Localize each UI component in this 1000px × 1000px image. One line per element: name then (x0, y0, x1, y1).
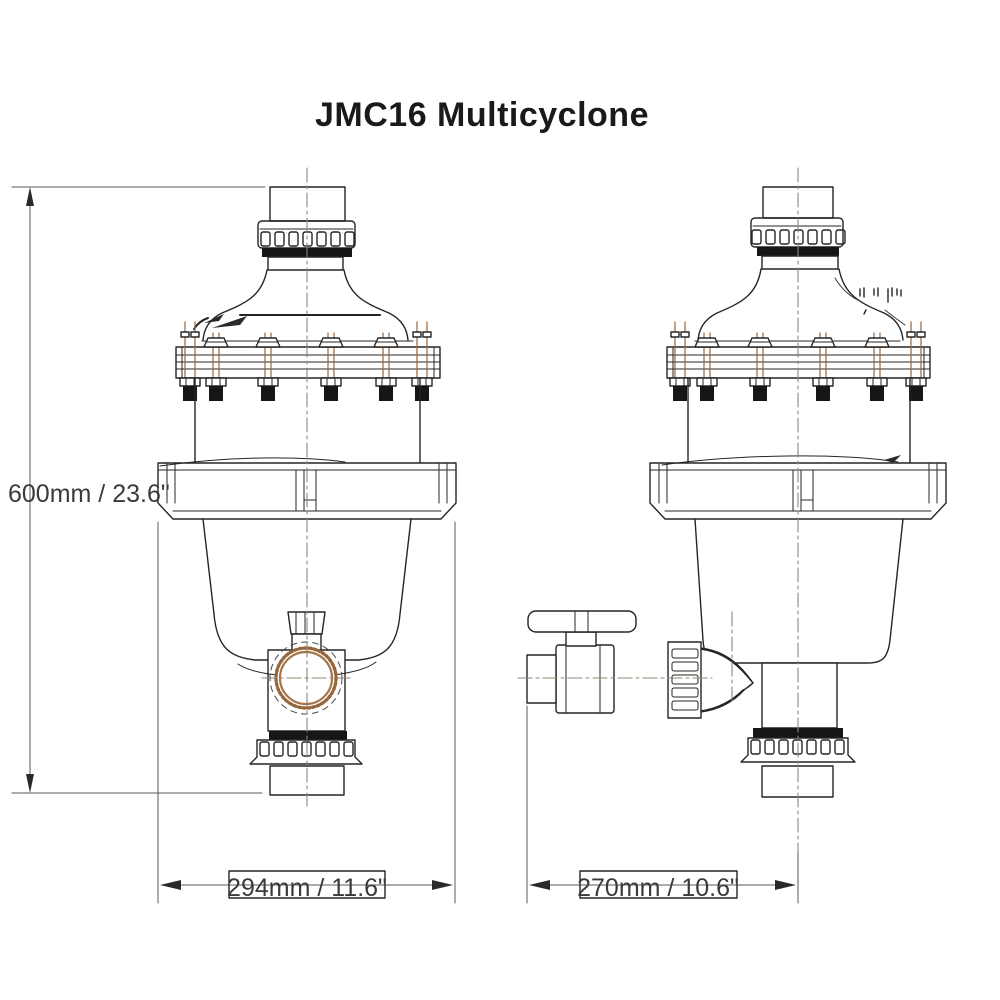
body-cylinder-side (687, 377, 911, 464)
inlet-collar-side (761, 255, 839, 270)
front-width-label: 294mm / 11.6" (227, 874, 387, 902)
outlet-pipe (761, 662, 838, 729)
flange (175, 340, 441, 379)
valve-handle (527, 610, 637, 633)
page-title: JMC16 Multicyclone (315, 96, 649, 134)
body-cylinder (194, 377, 421, 464)
side-width-label: 270mm / 10.6" (577, 874, 739, 902)
front-view (157, 186, 457, 796)
drain-union-nut (249, 739, 363, 765)
height-dimension-label: 600mm / 23.6" (8, 480, 170, 508)
side-width-dimension: 270mm / 10.6" (526, 705, 799, 904)
valve-union-nut (667, 641, 702, 719)
drain-assembly-front (237, 611, 377, 796)
valve-inlet-stub (526, 654, 557, 704)
mold-marks (859, 287, 902, 315)
clamp-ring-side (649, 455, 947, 520)
drain-o-ring (269, 731, 347, 740)
side-view (526, 186, 947, 798)
upper-bell-housing (193, 269, 409, 341)
drain-ball-valve (526, 610, 754, 719)
front-width-dimension: 294mm / 11.6" (157, 521, 456, 904)
valve-adapter (613, 646, 668, 713)
height-dimension: 600mm / 23.6" (8, 186, 266, 794)
upper-bell-housing-side (697, 268, 906, 341)
center-lines (261, 167, 799, 853)
inlet-collar (267, 256, 344, 271)
outlet-o-ring (753, 728, 843, 738)
bottom-outlet (740, 662, 856, 798)
valve-stem (565, 631, 597, 647)
clamp-ring (157, 457, 457, 520)
cone-bowl-side (694, 518, 904, 664)
valve-body (555, 644, 615, 714)
